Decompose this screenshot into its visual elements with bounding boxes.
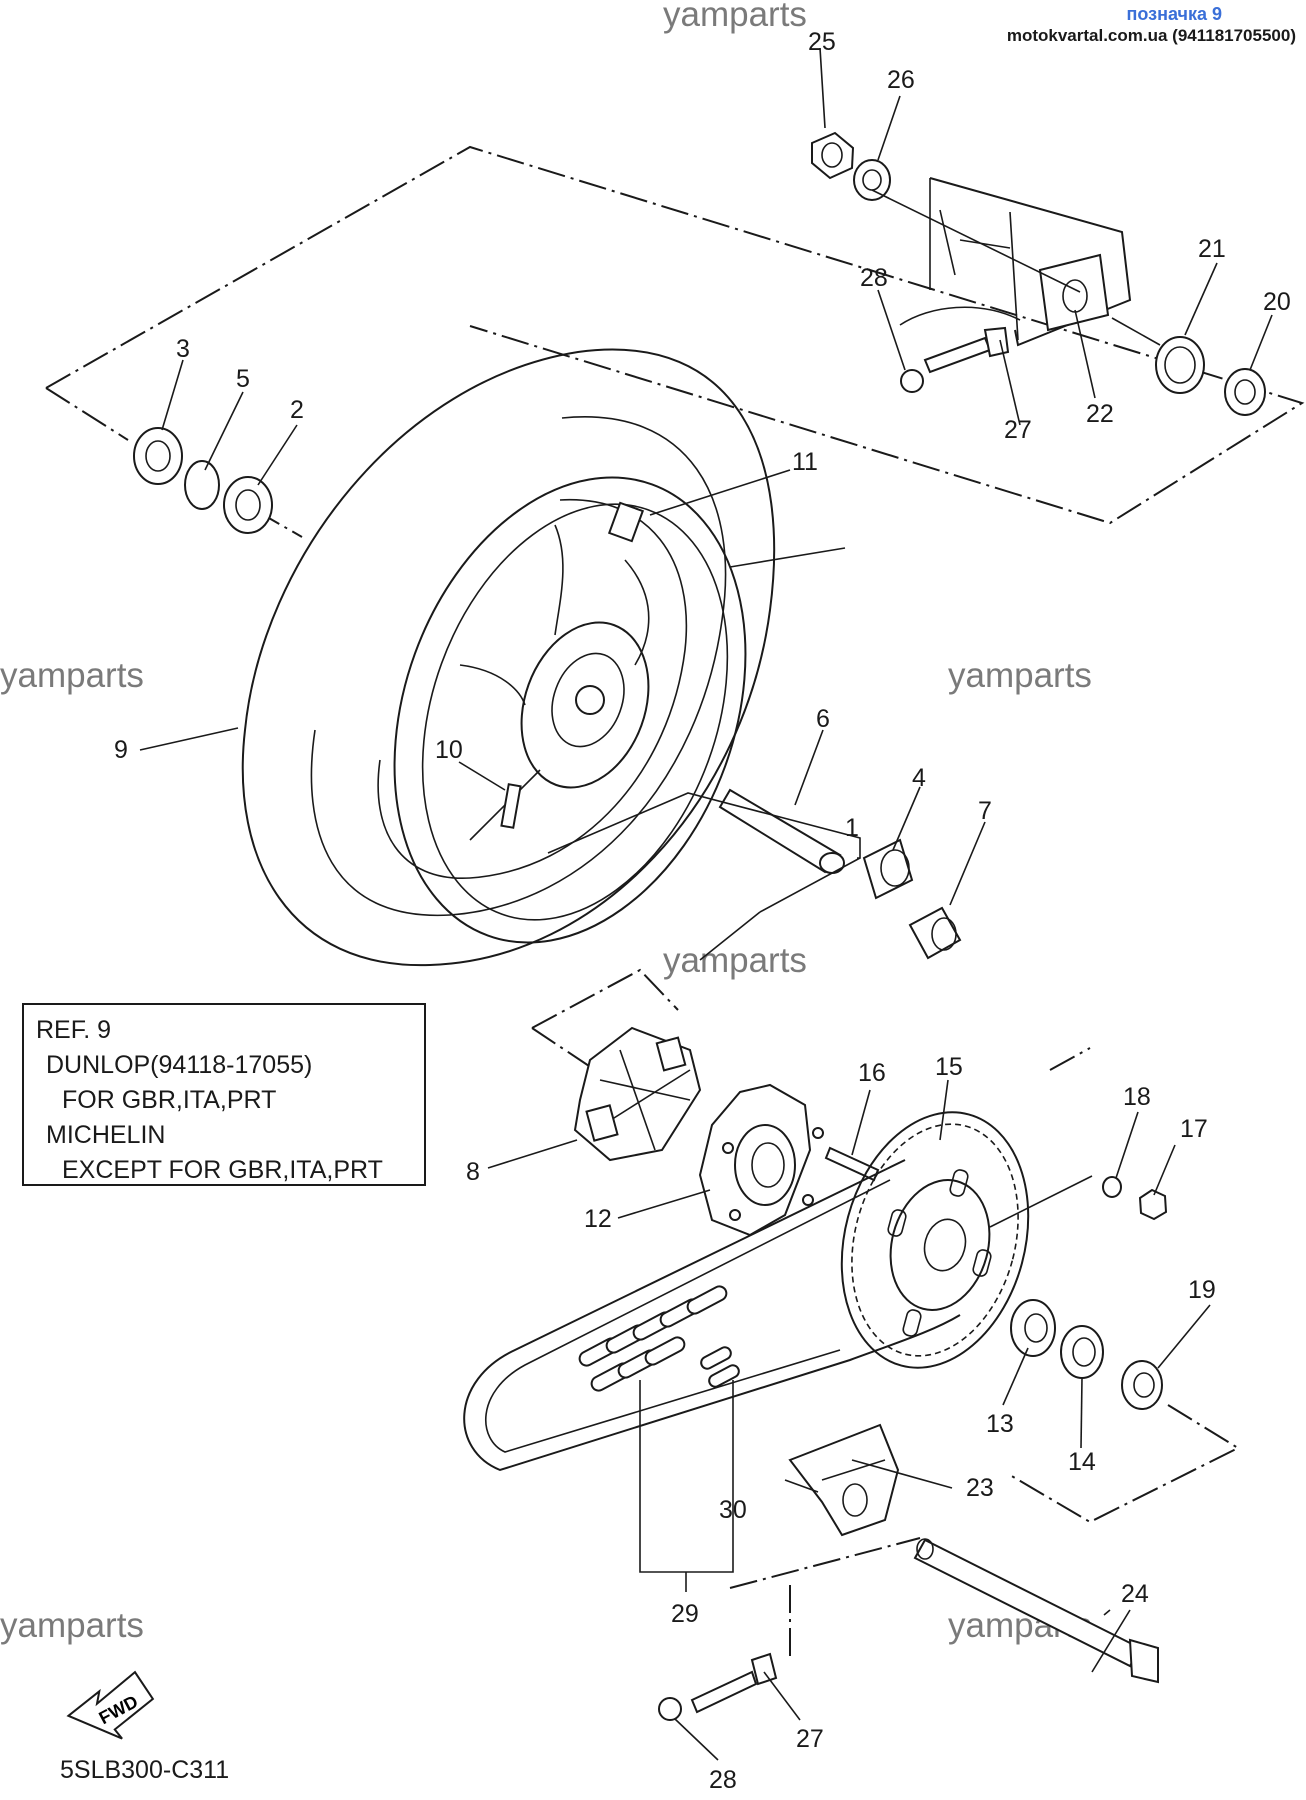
ref-note-michelin-markets: EXCEPT FOR GBR,ITA,PRT <box>62 1156 383 1184</box>
bearing-13 <box>1010 1299 1056 1357</box>
callout-21: 21 <box>1198 235 1226 263</box>
callout-18: 18 <box>1123 1083 1151 1111</box>
rear-sprocket-15 <box>840 1111 1030 1369</box>
callout-12: 12 <box>584 1205 612 1233</box>
callout-6: 6 <box>816 705 830 733</box>
rear-wheel <box>241 348 776 967</box>
reference-note-box: REF. 9 DUNLOP(94118-17055) FOR GBR,ITA,P… <box>22 1003 426 1186</box>
callout-14: 14 <box>1068 1448 1096 1476</box>
ref-note-michelin: MICHELIN <box>46 1121 166 1149</box>
callout-17: 17 <box>1180 1115 1208 1143</box>
master-link-30 <box>700 1346 740 1388</box>
callout-9: 9 <box>114 736 128 764</box>
diagram-code: 5SLB300-C311 <box>60 1756 230 1784</box>
callout-4: 4 <box>912 764 926 792</box>
leader-lines <box>139 47 1273 1761</box>
header-title: позначка 9 <box>1126 4 1223 24</box>
callout-1: 1 <box>845 814 859 842</box>
watermark-left: yamparts <box>0 656 144 695</box>
callout-22: 22 <box>1086 400 1114 428</box>
callout-11: 11 <box>792 448 818 476</box>
header-subtitle: motokvartal.com.ua (941181705500) <box>1006 26 1296 45</box>
watermark-right: yamparts <box>948 656 1092 695</box>
nut-28-upper <box>900 369 924 393</box>
collar-7 <box>908 906 962 960</box>
callout-27-upper: 27 <box>1004 416 1032 444</box>
nut-28-lower <box>658 1697 682 1721</box>
watermark-bottom-left: yamparts <box>0 1606 144 1645</box>
spacer-collar-6 <box>718 788 845 874</box>
chain-bracket-29 <box>639 1380 734 1592</box>
middle-frame <box>547 792 861 961</box>
sprocket-carrier-12 <box>698 1083 824 1237</box>
axle-line-right <box>1111 317 1161 346</box>
callout-numbers: 1 2 3 4 5 6 7 8 9 10 11 12 13 14 15 16 1… <box>114 28 1291 1794</box>
chain-link-section <box>578 1285 728 1392</box>
callout-30: 30 <box>719 1496 747 1524</box>
hub-damper-8 <box>573 1026 702 1162</box>
callout-20: 20 <box>1263 288 1291 316</box>
callout-10: 10 <box>435 736 463 764</box>
callout-19: 19 <box>1188 1276 1216 1304</box>
washer-18 <box>1102 1176 1122 1198</box>
callout-7: 7 <box>978 797 992 825</box>
circlip-5 <box>184 460 220 510</box>
callout-26: 26 <box>887 66 915 94</box>
callout-3: 3 <box>176 335 190 363</box>
callout-25: 25 <box>808 28 836 56</box>
upper-assembly-frame <box>45 145 1305 538</box>
bearing-4 <box>862 838 914 900</box>
lower-assembly-frame <box>531 968 1241 1660</box>
callout-23: 23 <box>966 1474 994 1502</box>
callout-28-upper: 28 <box>860 264 888 292</box>
bolt-27-upper <box>923 326 1010 374</box>
drive-chain <box>463 1159 961 1472</box>
callout-29: 29 <box>671 1600 699 1628</box>
callout-2: 2 <box>290 396 304 424</box>
washer-26 <box>853 159 891 201</box>
left-bearing-3 <box>133 427 183 485</box>
collar-20 <box>1224 368 1266 416</box>
callout-15: 15 <box>935 1053 963 1081</box>
axle-line-top <box>871 189 1081 293</box>
watermark-top: yamparts <box>663 0 807 34</box>
callout-24: 24 <box>1121 1580 1149 1608</box>
stud-bolt-16 <box>824 1146 880 1182</box>
seal-21 <box>1155 336 1205 394</box>
chain-adjuster-23 <box>788 1423 900 1537</box>
ref-note-title: REF. 9 <box>36 1016 112 1044</box>
chain-adjuster-22 <box>1038 253 1110 332</box>
oil-seal-14 <box>1060 1325 1104 1379</box>
callout-16: 16 <box>858 1059 886 1087</box>
callout-5: 5 <box>236 365 250 393</box>
bolt-27-lower <box>690 1652 778 1714</box>
ref-note-dunlop-markets: FOR GBR,ITA,PRT <box>62 1086 277 1114</box>
nut-25 <box>811 131 855 180</box>
sprocket-stud-line <box>989 1175 1093 1228</box>
left-bearing-2 <box>223 476 273 534</box>
ref-note-dunlop: DUNLOP(94118-17055) <box>46 1051 313 1079</box>
nut-17 <box>1138 1188 1168 1221</box>
callout-8: 8 <box>466 1158 480 1186</box>
watermark-center: yamparts <box>663 941 807 980</box>
callout-27-lower: 27 <box>796 1725 824 1753</box>
collar-19 <box>1121 1360 1163 1410</box>
fwd-arrow-icon: FWD <box>66 1670 155 1740</box>
callout-28-lower: 28 <box>709 1766 737 1794</box>
callout-13: 13 <box>986 1410 1014 1438</box>
rear-axle-24 <box>913 1538 1159 1684</box>
